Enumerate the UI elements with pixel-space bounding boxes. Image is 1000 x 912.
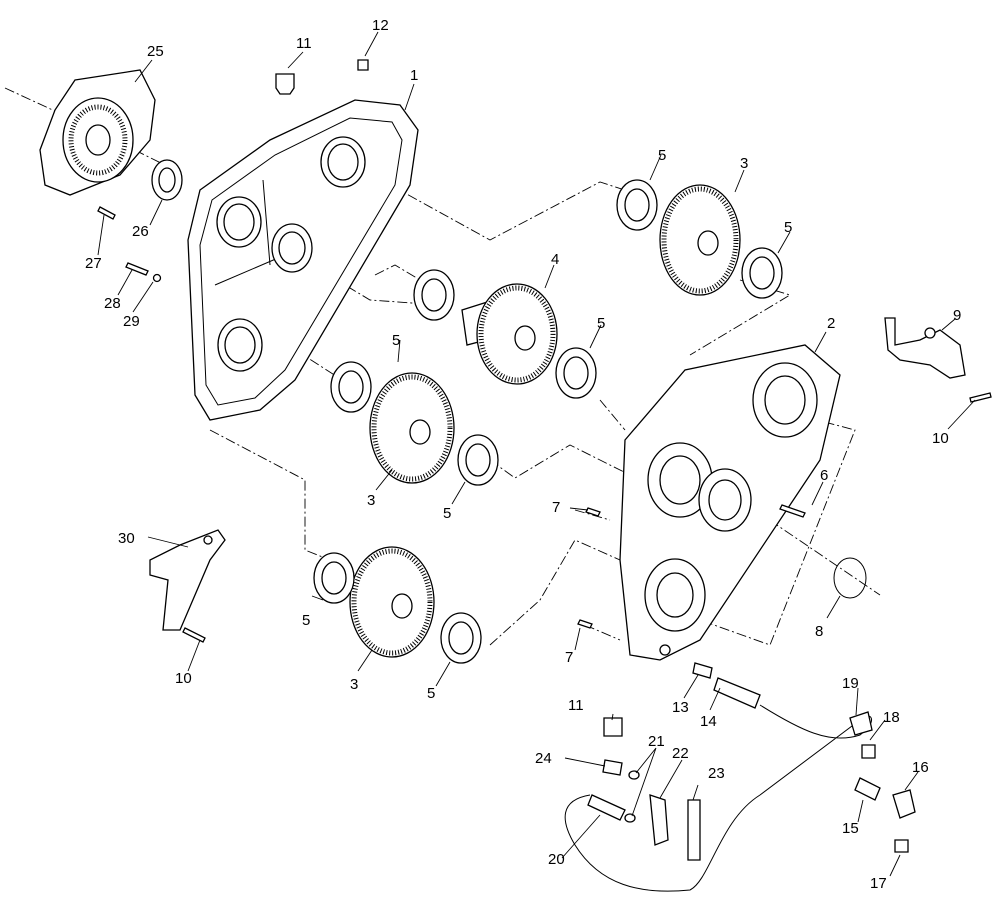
sight-gauge-part-23 [687,799,701,861]
callout-5-c: 5 [392,332,400,349]
callout-30: 30 [118,530,135,547]
callout-3-upper: 3 [740,155,748,172]
bolt-part-6 [779,504,806,518]
gear-part-3-middle [369,372,455,484]
gear-housing-part-1 [187,99,419,421]
bearing-part-5-f [457,434,499,486]
callout-22: 22 [672,745,689,762]
callout-8: 8 [815,623,823,640]
gear-part-3-lower [349,546,435,658]
bracket-part-22 [649,794,669,846]
nut-part-29 [152,273,162,283]
bolt-part-10-left [182,627,206,643]
callout-11-top: 11 [296,35,312,52]
callout-5-f: 5 [302,612,310,629]
callout-19: 19 [842,675,859,692]
callout-5-b: 5 [784,219,792,236]
bearing-part-5-d [555,347,597,399]
callout-11-lower: 11 [568,697,584,714]
callout-5-d: 5 [597,315,605,332]
bearing-part-5-e [330,361,372,413]
breather-cap-part-11-lower [603,717,623,737]
bearing-part-5-h [440,612,482,664]
gear-cover-part-2 [619,344,841,661]
leader-lines [97,31,976,877]
oil-line [564,704,872,892]
callout-29: 29 [123,313,140,330]
gear-part-3-upper [659,184,741,296]
plug-part-12 [357,59,369,71]
gear-shaft-part-4 [461,283,558,385]
nut-part-18 [861,744,876,759]
fitting-part-24 [602,759,623,776]
bolt-part-27 [97,206,116,220]
coupling-plate-part-25 [39,69,156,196]
callout-9: 9 [953,307,961,324]
fitting-part-14 [713,677,761,709]
bolt-part-10-right [969,392,992,403]
bracket-part-9 [884,317,966,379]
callout-12: 12 [372,17,389,34]
pin-part-7-upper [585,507,601,517]
callout-labels: 1 2 3 3 3 4 5 5 5 5 5 5 5 6 7 7 8 9 10 1… [85,17,961,892]
callout-14: 14 [700,713,717,730]
bearing-part-5-g [313,552,355,604]
snap-ring-part-8 [833,557,867,599]
seal-part-26 [151,159,183,201]
bearing-part-5-b [741,247,783,299]
callout-4: 4 [551,251,559,268]
callout-21: 21 [648,733,665,750]
callout-10-right: 10 [932,430,949,447]
callout-5-a: 5 [658,147,666,164]
cap-part-17 [894,839,909,853]
fitting-part-13 [692,662,713,679]
stud-part-28 [125,262,149,276]
callout-6: 6 [820,467,828,484]
callout-18: 18 [883,709,900,726]
bearing-part-5-c [413,269,455,321]
callout-10-left: 10 [175,670,192,687]
callout-15: 15 [842,820,859,837]
callout-7-upper: 7 [552,499,560,516]
callout-24: 24 [535,750,552,767]
callout-1: 1 [410,67,418,84]
callout-13: 13 [672,699,689,716]
callout-26: 26 [132,223,149,240]
fitting-part-20 [587,794,626,821]
bracket-part-30 [149,529,226,631]
callout-3-lower: 3 [350,676,358,693]
callout-27: 27 [85,255,102,272]
callout-28: 28 [104,295,121,312]
callout-5-g: 5 [427,685,435,702]
elbow-part-19 [849,711,873,736]
washer-part-21 [624,770,640,823]
callout-2: 2 [827,315,835,332]
callout-25: 25 [147,43,164,60]
callout-23: 23 [708,765,725,782]
breather-cap-part-11 [275,73,295,95]
callout-16: 16 [912,759,929,776]
callout-3-middle: 3 [367,492,375,509]
pin-part-7-lower [577,619,593,629]
fitting-part-16 [892,789,916,819]
callout-5-e: 5 [443,505,451,522]
callout-17: 17 [870,875,887,892]
bearing-part-5-a [616,179,658,231]
callout-20: 20 [548,851,565,868]
callout-7-lower: 7 [565,649,573,666]
fitting-part-15 [854,777,881,801]
